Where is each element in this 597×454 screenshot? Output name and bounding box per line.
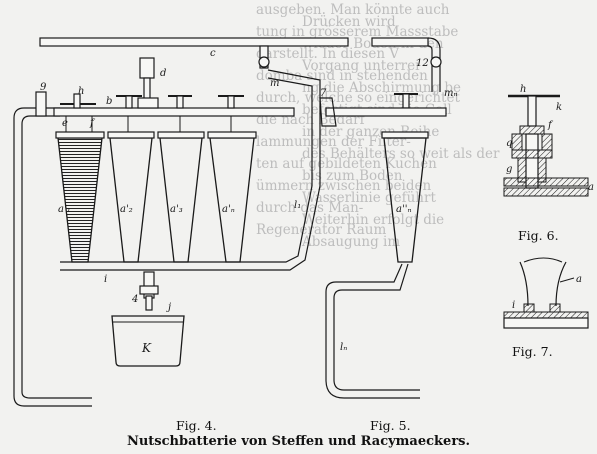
- label-ln: lₙ: [340, 342, 347, 353]
- label-b: b: [106, 96, 112, 107]
- funnel-fig5: [383, 137, 427, 263]
- fig4-drawing: [13, 37, 349, 407]
- label-i7: i: [512, 300, 515, 311]
- background-text-line: Vorgang unterrei: [301, 58, 420, 74]
- background-text-line: ausgeben. Man könnte auch: [256, 2, 450, 18]
- fig4-title: Fig. 4.: [176, 418, 217, 433]
- label-4: 4: [131, 294, 138, 305]
- figure-caption: Nutschbatterie von Steffen und Racymaeck…: [126, 434, 471, 449]
- label-a1: a'₁: [58, 204, 71, 215]
- label-e: e: [62, 118, 68, 129]
- label-mn: mₙ: [444, 88, 458, 99]
- label-l1: l₁: [294, 200, 301, 211]
- upper-manifold: [53, 107, 295, 117]
- background-text-line: Weiterhin erfolgt die: [302, 212, 444, 228]
- label-f: f: [89, 118, 96, 129]
- label-a2: a'₂: [120, 204, 133, 215]
- valve-m: [258, 56, 270, 68]
- funnel-a2: [109, 137, 153, 263]
- fig5-drawing: [319, 37, 447, 399]
- label-m: m: [270, 78, 279, 89]
- fig7-title: Fig. 7.: [512, 344, 553, 359]
- label-9: 9: [40, 82, 47, 93]
- background-text-line: lammungen der Filter-: [256, 134, 411, 150]
- background-text-line: Regenerator Raum: [256, 222, 386, 238]
- background-text-line: ümmern zwischen beiden: [256, 178, 431, 194]
- label-c: c: [210, 48, 216, 59]
- label-K: K: [141, 341, 152, 355]
- fig6-title: Fig. 6.: [518, 228, 559, 243]
- label-i: i: [104, 274, 107, 285]
- label-g6: g: [506, 164, 512, 175]
- label-k6: k: [556, 102, 562, 113]
- label-7: 7: [320, 88, 327, 99]
- handwheels: [35, 91, 244, 117]
- label-12: 12: [416, 58, 429, 69]
- label-a3: a'₃: [170, 204, 183, 215]
- label-f6: f: [547, 120, 554, 131]
- background-text-line: durch das Man-: [256, 200, 363, 216]
- funnel-an: [209, 137, 255, 263]
- funnels: [55, 116, 257, 263]
- label-a6: a: [588, 182, 594, 193]
- background-text-line: Drücken wird: [302, 14, 396, 30]
- background-text-line: des Behälters so weit als der: [302, 146, 500, 162]
- fig7-labels: a i: [512, 274, 582, 311]
- fig6-drawing: [503, 94, 589, 197]
- top-pipe: [39, 37, 349, 47]
- fig5-labels: 12 mₙ 7 a''ₙ lₙ: [320, 58, 458, 353]
- background-text: ausgeben. Man könnte auch tung in grösser…: [256, 2, 500, 250]
- background-text-line: darstellt. In diesen V: [256, 46, 399, 62]
- background-text-line: ng die Abschirmung be: [302, 80, 461, 96]
- label-j: j: [166, 302, 171, 313]
- label-q6: q: [506, 138, 512, 149]
- funnel-a1: [57, 137, 103, 263]
- fitting-d: [139, 57, 155, 79]
- background-text-line: tung in grösserem Massstabe: [256, 24, 458, 40]
- label-d: d: [160, 68, 166, 79]
- background-text-line: Wasserlinie geführt: [302, 190, 436, 206]
- label-an2: a''ₙ: [396, 204, 412, 215]
- background-text-line: Absaugung im: [301, 234, 400, 250]
- fig5-title: Fig. 5.: [370, 418, 411, 433]
- fig4-labels: c d m 9 h b e f a'₁ a'₂ a'₃ a'ₙ l₁ i 4 j…: [40, 48, 301, 355]
- fig7-drawing: [503, 257, 589, 329]
- background-text-line: ten auf gebildeten Kuchen: [256, 156, 437, 172]
- background-text-line: bis zum Boden: [302, 168, 403, 184]
- label-an: a'ₙ: [222, 204, 235, 215]
- tub-K: [111, 315, 185, 367]
- label-h6: h: [520, 84, 526, 95]
- fig6-labels: h k f q g a: [506, 84, 594, 193]
- background-text-line: domba sind in stehenden: [256, 68, 428, 84]
- label-a7: a: [576, 274, 582, 285]
- funnel-a3: [159, 137, 203, 263]
- label-h: h: [78, 86, 84, 97]
